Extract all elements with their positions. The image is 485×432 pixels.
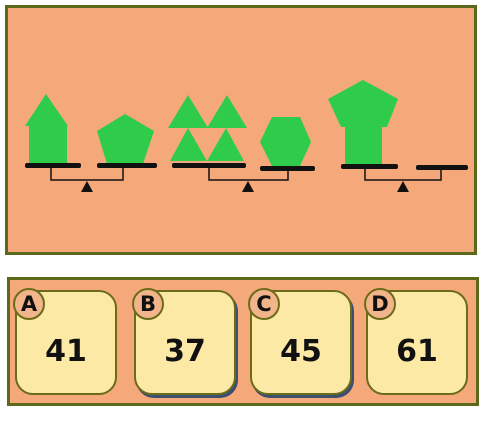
answer-options-panel: A 41 B 37 C 45 D 61 — [7, 277, 479, 406]
option-b-letter: B — [132, 288, 164, 320]
pentagon-shape — [328, 80, 398, 127]
option-c-value: 45 — [280, 334, 322, 369]
balance-scale — [25, 163, 157, 192]
option-c-letter: C — [248, 288, 280, 320]
pentagon-shape — [97, 114, 154, 164]
balance-scale — [172, 163, 315, 192]
option-b-card[interactable]: B 37 — [132, 288, 236, 395]
triangle-shape — [207, 95, 247, 128]
triangle-shape — [170, 128, 207, 161]
option-d-letter: D — [364, 288, 396, 320]
balance-scales-figure — [25, 80, 468, 192]
balance-scale — [341, 164, 468, 192]
option-d-card[interactable]: D 61 — [364, 288, 468, 395]
square-shape — [345, 127, 382, 164]
triangle-shape — [25, 94, 68, 126]
triangle-shape — [207, 128, 244, 161]
option-d-value: 61 — [396, 334, 438, 369]
option-c-card[interactable]: C 45 — [248, 288, 352, 395]
option-b-value: 37 — [164, 334, 206, 369]
square-shape — [29, 126, 67, 163]
puzzle-panel — [5, 5, 477, 255]
triangle-shape — [168, 95, 208, 128]
option-a-letter: A — [13, 288, 45, 320]
option-a-card[interactable]: A 41 — [13, 288, 117, 395]
option-a-value: 41 — [45, 334, 87, 369]
hexagon-shape — [260, 117, 311, 166]
